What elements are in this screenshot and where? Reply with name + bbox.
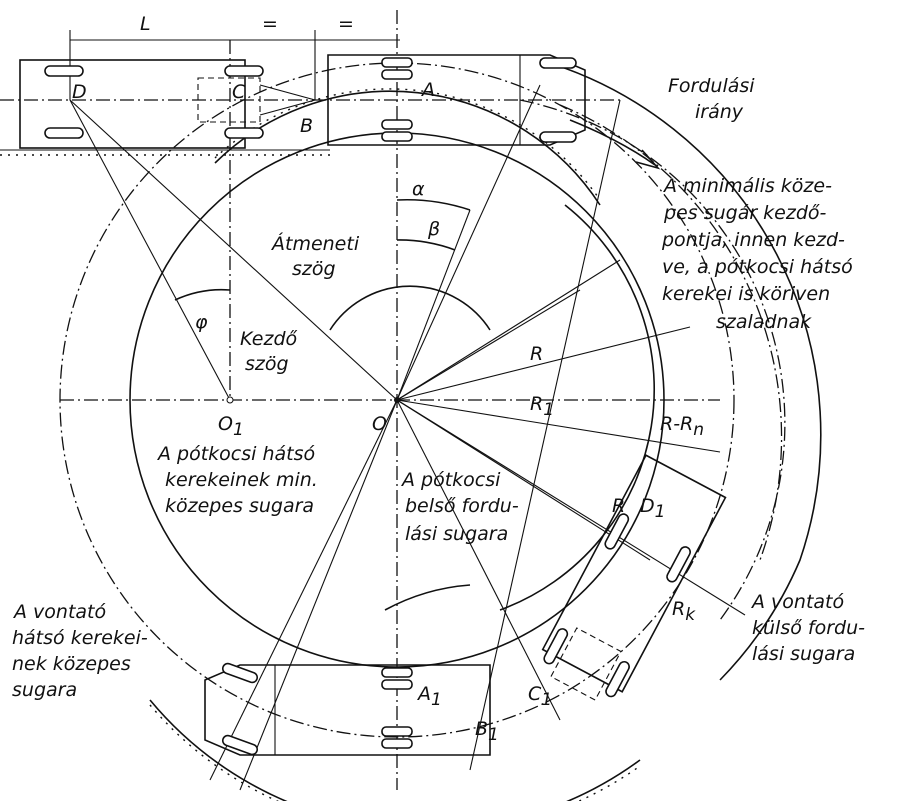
outer-boundary-arc	[539, 59, 822, 681]
svg-text:külső fordu-: külső fordu-	[752, 617, 865, 639]
label-R-Rn: R-Rn	[660, 413, 704, 440]
svg-text:lási sugara: lási sugara	[752, 643, 855, 665]
bottom-boundary-arc	[149, 699, 641, 801]
label-C: C	[232, 81, 246, 103]
svg-text:kerekei is köriven: kerekei is köriven	[662, 283, 830, 305]
inner-boundary-hatch	[214, 88, 601, 201]
label-D: D	[72, 81, 87, 103]
label-O1: O1	[218, 413, 244, 440]
label-O: O	[372, 413, 387, 435]
svg-text:ve, a pótkocsi hátsó: ve, a pótkocsi hátsó	[662, 256, 853, 278]
svg-text:lási sugara: lási sugara	[405, 523, 508, 545]
tractor-start	[327, 54, 586, 146]
alpha-arc	[396, 198, 471, 211]
inner-right-arc	[499, 204, 656, 611]
svg-text:irány: irány	[695, 101, 744, 123]
svg-text:nek közepes: nek közepes	[12, 653, 131, 675]
svg-text:szög: szög	[292, 258, 336, 280]
svg-text:hátsó kerekei-: hátsó kerekei-	[12, 627, 148, 649]
phi-arc	[174, 288, 231, 301]
label-R1: R1	[530, 393, 554, 420]
svg-text:pontja, innen kezd-: pontja, innen kezd-	[661, 229, 845, 251]
trailer-start	[19, 59, 318, 149]
radius-lines	[69, 84, 746, 791]
svg-text:szög: szög	[245, 353, 289, 375]
label-L: L	[140, 13, 151, 35]
tractor-end	[204, 662, 491, 756]
label-B: B	[300, 115, 313, 137]
trailer-end	[541, 454, 727, 701]
svg-text:kerekeinek min.: kerekeinek min.	[165, 469, 318, 491]
annotation-min-radius-start: A minimális köze- pes sugár kezdő- pontj…	[661, 175, 853, 333]
annotation-tractor-outer-radius: A vontató külső fordu- lási sugara	[750, 591, 865, 665]
beta-arc	[396, 239, 456, 251]
svg-text:A pótkocsi hátsó: A pótkocsi hátsó	[156, 443, 315, 465]
label-beta: β	[427, 218, 440, 240]
label-A: A	[420, 79, 435, 101]
svg-text:A minimális köze-: A minimális köze-	[662, 175, 832, 197]
label-B1: B1	[475, 718, 499, 745]
annotation-trailer-inner-radius: A pótkocsi belső fordu- lási sugara	[400, 469, 519, 545]
label-R-small: R	[612, 495, 625, 517]
svg-text:A pótkocsi: A pótkocsi	[400, 469, 501, 491]
bottom-boundary-hatch	[149, 704, 641, 801]
center-point-o1	[226, 396, 234, 404]
radius-R1-arc	[559, 104, 783, 561]
radius-R-arc	[519, 99, 786, 621]
annotation-tractor-rear-radius: A vontató hátsó kerekei- nek közepes sug…	[12, 601, 148, 701]
label-eq1: =	[262, 13, 278, 35]
label-A1: A1	[416, 683, 442, 710]
svg-text:Átmeneti: Átmeneti	[270, 232, 360, 255]
svg-text:sugara: sugara	[12, 679, 77, 701]
svg-text:A vontató: A vontató	[12, 601, 106, 623]
label-eq2: =	[338, 13, 354, 35]
label-phi: φ	[195, 311, 208, 333]
label-Rk: Rk	[672, 598, 696, 625]
label-D1: D1	[640, 495, 665, 522]
svg-text:közepes sugara: közepes sugara	[165, 495, 314, 517]
label-alpha: α	[412, 178, 425, 200]
center-point-o	[394, 397, 400, 403]
transition-angle-arc	[329, 285, 491, 331]
svg-text:pes sugár kezdő-: pes sugár kezdő-	[663, 202, 827, 224]
svg-text:Kezdő: Kezdő	[240, 328, 298, 350]
annotation-transition-angle: Átmeneti szög	[270, 232, 360, 280]
arrow-head-icon	[635, 149, 661, 170]
svg-text:A vontató: A vontató	[750, 591, 844, 613]
svg-text:Fordulási: Fordulási	[668, 75, 755, 97]
annotation-start-angle: Kezdő szög	[240, 328, 298, 375]
annotation-turn-direction: Fordulási irány	[668, 75, 755, 123]
annotation-trailer-rear-min-radius: A pótkocsi hátsó kerekeinek min. közepes…	[156, 443, 318, 517]
inner-boundary-arc	[214, 90, 601, 206]
label-C1: C1	[528, 683, 552, 710]
inner-bottom-arc	[384, 584, 471, 611]
label-R: R	[530, 343, 543, 365]
turn-direction-arrow	[569, 119, 656, 166]
svg-text:belső fordu-: belső fordu-	[405, 495, 519, 517]
svg-text:szaladnak: szaladnak	[716, 311, 812, 333]
